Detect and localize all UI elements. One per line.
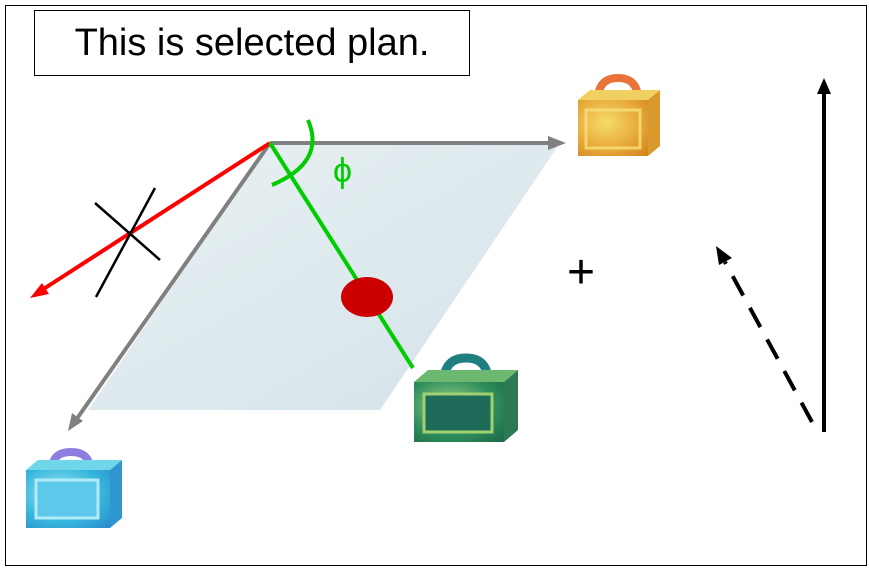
caption-text: This is selected plan. (74, 22, 430, 64)
normal-line (268, 141, 415, 370)
caption-box: This is selected plan. (34, 10, 470, 76)
cross-mark-icon (94, 187, 161, 298)
intersection-point (341, 277, 393, 317)
green-bag-icon (414, 353, 518, 442)
dashed-resultant-arrow (716, 246, 814, 423)
vertical-resultant-arrow (817, 78, 831, 432)
angle-label: ϕ (333, 152, 352, 190)
plane-edge-right-arrow (270, 136, 566, 150)
rejected-vector-arrow (30, 141, 272, 298)
plane-edge-down-arrow (68, 141, 272, 431)
plus-sign: + (567, 246, 595, 299)
yellow-bag-icon (578, 73, 660, 156)
angle-arc (271, 119, 315, 187)
cyan-bag-icon (26, 447, 122, 528)
selected-plane (88, 143, 560, 410)
